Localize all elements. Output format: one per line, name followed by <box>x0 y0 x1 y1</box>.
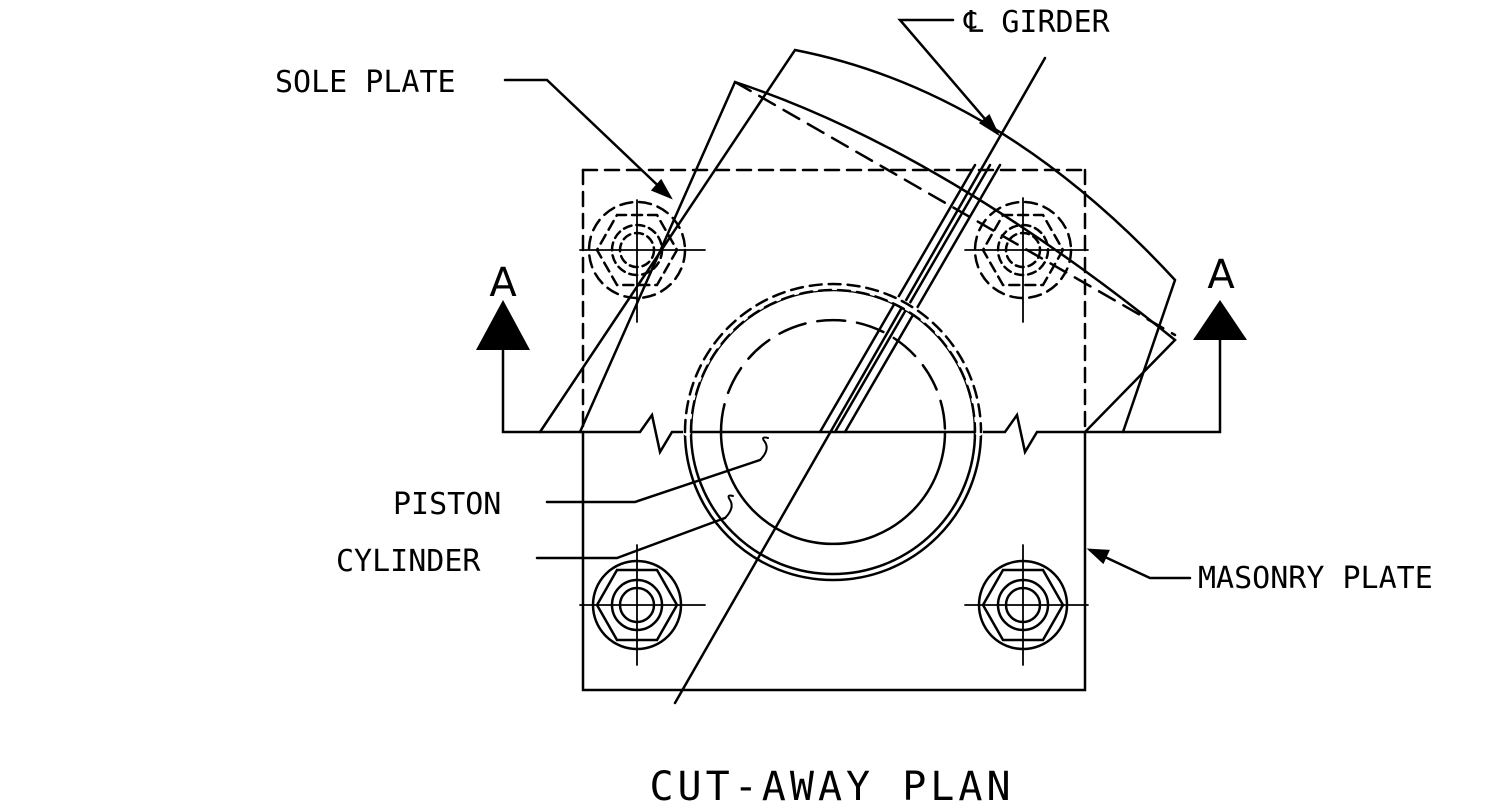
anchor-bolt-bottom-right <box>964 544 1089 666</box>
sole-plate <box>538 48 1177 434</box>
piston-label: PISTON <box>393 487 501 522</box>
cylinder-hidden-top <box>683 282 983 436</box>
piston <box>719 318 947 546</box>
sole-plate-label: SOLE PLATE <box>275 65 456 100</box>
masonry-plate-label: MASONRY PLATE <box>1198 561 1433 596</box>
anchor-bolt-top-left <box>579 199 706 323</box>
leader-cylinder <box>535 494 734 560</box>
anchor-bolt-bottom-left <box>579 544 706 666</box>
anchor-bolt-top-right <box>964 197 1089 323</box>
section-arrow-left <box>476 300 530 350</box>
leader-sole-plate <box>503 78 673 200</box>
leader-piston <box>545 436 769 504</box>
section-label-right: A <box>1207 252 1235 298</box>
leader-cl-girder <box>897 18 1000 137</box>
masonry-plate <box>581 168 1087 692</box>
leader-masonry-plate <box>1086 548 1192 580</box>
drawing-caption: CUT-AWAY PLAN <box>649 764 1014 804</box>
cylinder-label: CYLINDER <box>336 544 481 579</box>
section-label-left: A <box>489 260 517 306</box>
section-cut-line <box>476 300 1247 456</box>
cl-girder-label: ℄ GIRDER <box>963 5 1111 40</box>
section-arrow-right <box>1193 300 1247 340</box>
